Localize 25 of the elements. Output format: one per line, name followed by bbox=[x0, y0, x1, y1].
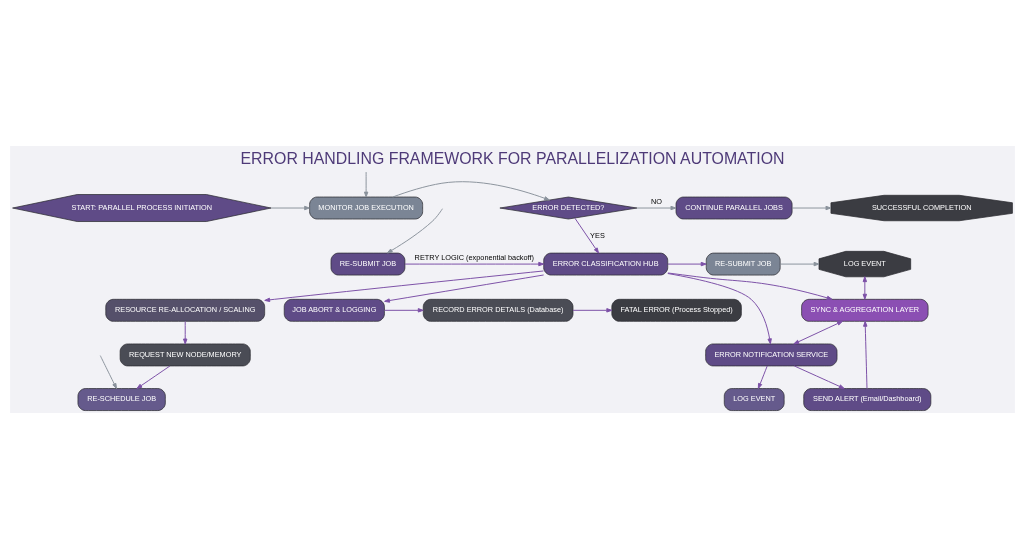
arrow bbox=[862, 276, 867, 300]
arrow bbox=[363, 171, 368, 198]
arrow bbox=[862, 320, 867, 389]
arrow bbox=[404, 261, 544, 267]
arrow bbox=[263, 270, 544, 303]
arrow bbox=[779, 261, 819, 267]
arrow bbox=[666, 261, 707, 267]
arrow bbox=[270, 205, 310, 211]
arrow bbox=[391, 181, 550, 201]
arrow bbox=[99, 355, 117, 389]
arrow bbox=[386, 208, 443, 254]
arrow bbox=[136, 365, 170, 389]
arrow bbox=[792, 320, 843, 345]
arrow bbox=[573, 217, 599, 254]
arrow bbox=[791, 205, 831, 211]
arrow bbox=[757, 365, 768, 389]
arrow bbox=[666, 273, 772, 345]
arrow bbox=[383, 308, 424, 313]
arrow bbox=[666, 272, 832, 301]
arrow bbox=[572, 308, 612, 313]
arrow bbox=[383, 274, 544, 303]
arrow bbox=[182, 320, 187, 345]
arrow bbox=[636, 205, 676, 211]
diagram-title: ERROR HANDLING FRAMEWORK FOR PARALLELIZATION AUTOMATION bbox=[240, 149, 784, 167]
arrow bbox=[793, 365, 845, 389]
